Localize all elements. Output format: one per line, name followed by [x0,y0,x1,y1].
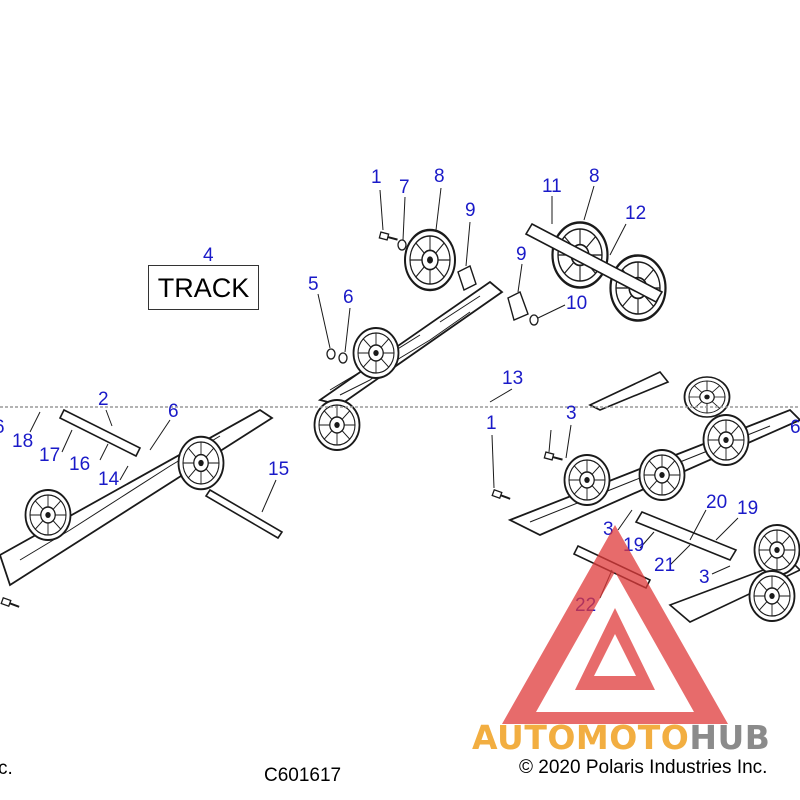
wheel-lower-right-a [563,454,611,506]
callout-22: 22 [575,595,597,616]
callout-6: 6 [343,287,354,308]
bracket-9b [507,291,529,321]
callout-8: 8 [589,166,600,187]
washer-10 [529,314,539,326]
nut-5 [326,348,336,360]
callout-8: 8 [434,166,445,187]
callout-21: 21 [654,555,676,576]
wheel-upper-left [352,327,400,379]
copyright-notice: © 2020 Polaris Industries Inc. [519,757,768,778]
track-label: TRACK [148,265,259,310]
wheel-far-right-top [683,376,731,418]
callout-3: 3 [699,567,710,588]
callout-3: 3 [566,403,577,424]
part-code: C601617 [264,765,342,786]
callout-7: 7 [399,177,410,198]
watermark-brand-part1: AUTOMOTO [472,718,690,757]
callout-5: 5 [308,274,319,295]
bolt-3a [543,451,565,464]
far-right-upper-rail [588,371,670,411]
wheel-lower-left-b [177,435,225,491]
callout-17: 17 [39,445,61,466]
callout-3: 3 [603,519,614,540]
washer-6a [338,352,348,364]
bolt-lower-left [0,596,22,611]
callout-6: 6 [168,401,179,422]
callout-4: 4 [203,245,214,266]
callout-11: 11 [542,176,562,197]
wheel-rightmost-a [753,524,800,576]
bolt-1a [378,231,400,244]
callout-14: 14 [98,469,120,490]
callout-1: 1 [486,413,497,434]
watermark-brand: AUTOMOTOHUB [472,718,770,757]
callout-6-partial: 6 [0,418,5,438]
callout-18: 18 [12,431,34,452]
watermark-brand-part2: HUB [689,718,771,757]
callout-16: 16 [69,454,91,475]
callout-2: 2 [98,389,109,410]
callout-1: 1 [371,167,382,188]
wheel-8a [403,228,457,292]
axle-11 [524,222,664,304]
left-footer-fragment: c. [0,758,13,779]
callout-19: 19 [737,498,759,519]
callout-9: 9 [516,244,527,265]
wheel-lower-right-b [638,449,686,501]
callout-13: 13 [502,368,524,389]
wheel-lower-left-a [24,489,72,541]
callout-9: 9 [465,200,476,221]
washer-7 [397,239,407,251]
callout-6-partial-right: 6 [790,417,800,438]
callout-20: 20 [706,492,728,513]
shaft-15 [204,488,284,540]
callout-12: 12 [625,203,647,224]
bolt-1b [491,488,513,503]
callout-19: 19 [623,535,645,556]
callout-10: 10 [566,293,588,314]
shaft-16 [58,408,142,458]
callout-15: 15 [268,459,290,480]
wheel-lower-right-c [702,414,750,466]
bracket-9a [457,265,477,291]
wheel-rightmost-b [748,570,796,622]
